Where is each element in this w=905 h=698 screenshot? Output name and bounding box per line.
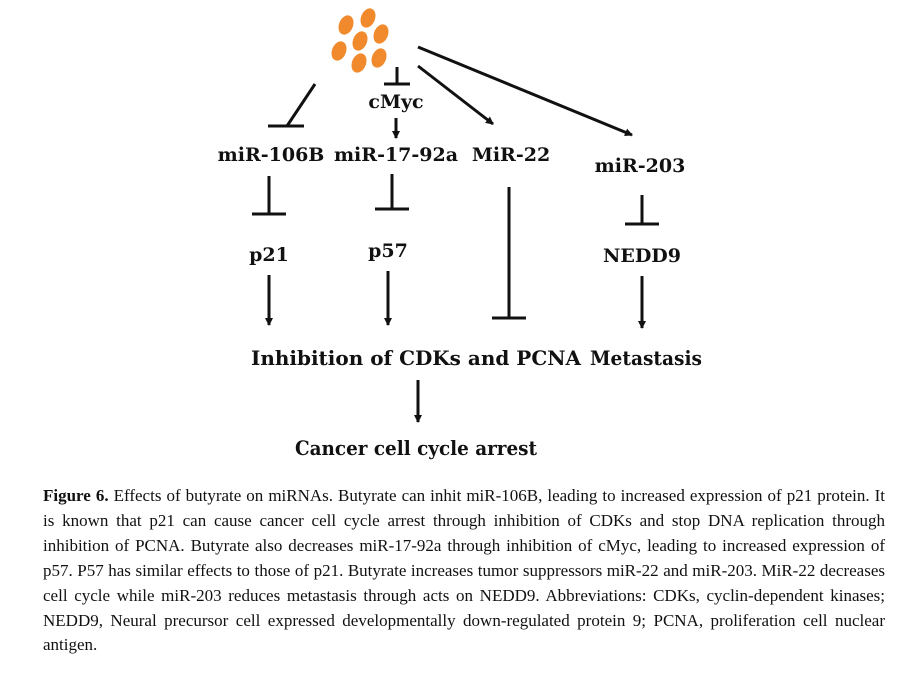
butyrate-particle: [373, 24, 389, 44]
node-nedd9: NEDD9: [603, 245, 681, 267]
edge-mir1792a-p57: [375, 174, 409, 211]
edge-butyrate-mir203: [417, 45, 633, 137]
figure-caption: Figure 6. Effects of butyrate on miRNAs.…: [43, 484, 885, 658]
node-metastasis: Metastasis: [590, 346, 702, 370]
edge-mir106b-p21: [252, 176, 286, 216]
node-cmyc: cMyc: [368, 91, 423, 113]
butyrate-mirna-diagram: cMyc miR-106B miR-17-92a MiR-22 miR-203 …: [218, 8, 702, 460]
figure-label: Figure 6.: [43, 486, 109, 505]
butyrate-particle: [352, 31, 368, 51]
edge-mir203-nedd9: [625, 195, 659, 226]
node-inhibition: Inhibition of CDKs and PCNA: [251, 346, 581, 370]
node-mir1792a: miR-17-92a: [334, 144, 458, 166]
butyrate-particle: [338, 15, 354, 35]
butyrate-particle: [331, 41, 347, 61]
edge-butyrate-cmyc: [384, 67, 410, 86]
caption-text: Effects of butyrate on miRNAs. Butyrate …: [43, 486, 885, 655]
edge-butyrate-mir22: [417, 64, 494, 126]
node-mir106b: miR-106B: [218, 144, 325, 166]
butyrate-icon: [331, 8, 389, 73]
node-p21: p21: [249, 244, 289, 266]
node-mir203: miR-203: [595, 155, 686, 177]
node-arrest: Cancer cell cycle arrest: [295, 436, 538, 460]
butyrate-particle: [360, 8, 376, 28]
butyrate-particle: [371, 48, 387, 68]
node-mir22: MiR-22: [472, 144, 550, 166]
node-p57: p57: [368, 240, 408, 262]
edge-butyrate-mir106b: [268, 83, 317, 128]
edge-mir22-inhibition: [492, 187, 526, 320]
butyrate-particle: [351, 53, 367, 73]
